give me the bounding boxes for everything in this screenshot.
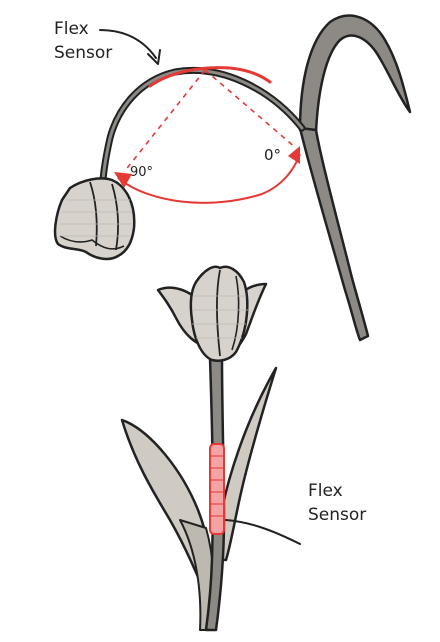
bottom-sensor-label-line2: Sensor xyxy=(308,505,366,525)
drooping-stem-arch-core xyxy=(101,69,304,182)
drooping-flower-head xyxy=(53,177,136,261)
right-leaf xyxy=(214,366,278,562)
top-sensor-pointer-arrow xyxy=(99,29,157,59)
arc-arrowhead-right xyxy=(288,146,300,164)
bottom-sensor-pointer-line xyxy=(225,519,301,545)
top-sensor-pointer-arrowhead xyxy=(147,49,161,65)
upright-flower-head xyxy=(156,265,268,362)
top-sensor-label-line2: Sensor xyxy=(54,43,112,63)
drooping-tulip: 90° 0° Flex Sensor xyxy=(53,14,412,342)
angle-guide-lines xyxy=(123,69,297,173)
arc-arrowhead-left xyxy=(114,172,132,188)
top-sensor-label-line1: Flex xyxy=(54,19,89,39)
drooping-stem-lower xyxy=(298,126,370,342)
angle-label-90: 90° xyxy=(130,165,153,180)
upright-tulip: Flex Sensor xyxy=(120,265,366,632)
bottom-sensor-label-line1: Flex xyxy=(308,481,343,501)
rotation-arc xyxy=(117,153,301,204)
curled-leaf xyxy=(298,14,412,134)
flex-sensor-straight xyxy=(209,443,225,535)
angle-label-0: 0° xyxy=(264,146,281,164)
flex-sensor-bent xyxy=(148,66,272,88)
